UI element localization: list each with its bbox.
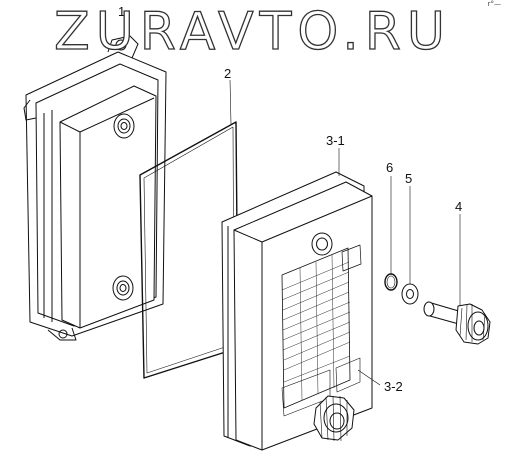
- callout-3-1: 3-1: [326, 133, 345, 148]
- callout-2: 2: [224, 66, 231, 81]
- part-bottom-knob: [313, 395, 355, 442]
- part-cover: [23, 35, 167, 341]
- leader-3-2: [357, 369, 381, 386]
- leader-lines: [123, 18, 461, 386]
- part-washer: [401, 283, 419, 305]
- part-screw-knob: [423, 301, 491, 345]
- callout-6: 6: [386, 160, 393, 175]
- callout-4: 4: [455, 199, 462, 214]
- part-o-ring: [384, 273, 398, 291]
- leader-2: [229, 79, 232, 125]
- callout-3-2: 3-2: [384, 379, 403, 394]
- callout-5: 5: [405, 171, 412, 186]
- watermark-logo: ZURAVTO.RU: [53, 1, 451, 62]
- corner-mark: r°—: [487, 0, 501, 8]
- callouts: 1 2 3-1 6 5 4 3-2: [118, 4, 462, 394]
- part-fuse-box: [221, 171, 373, 451]
- callout-1: 1: [118, 4, 125, 19]
